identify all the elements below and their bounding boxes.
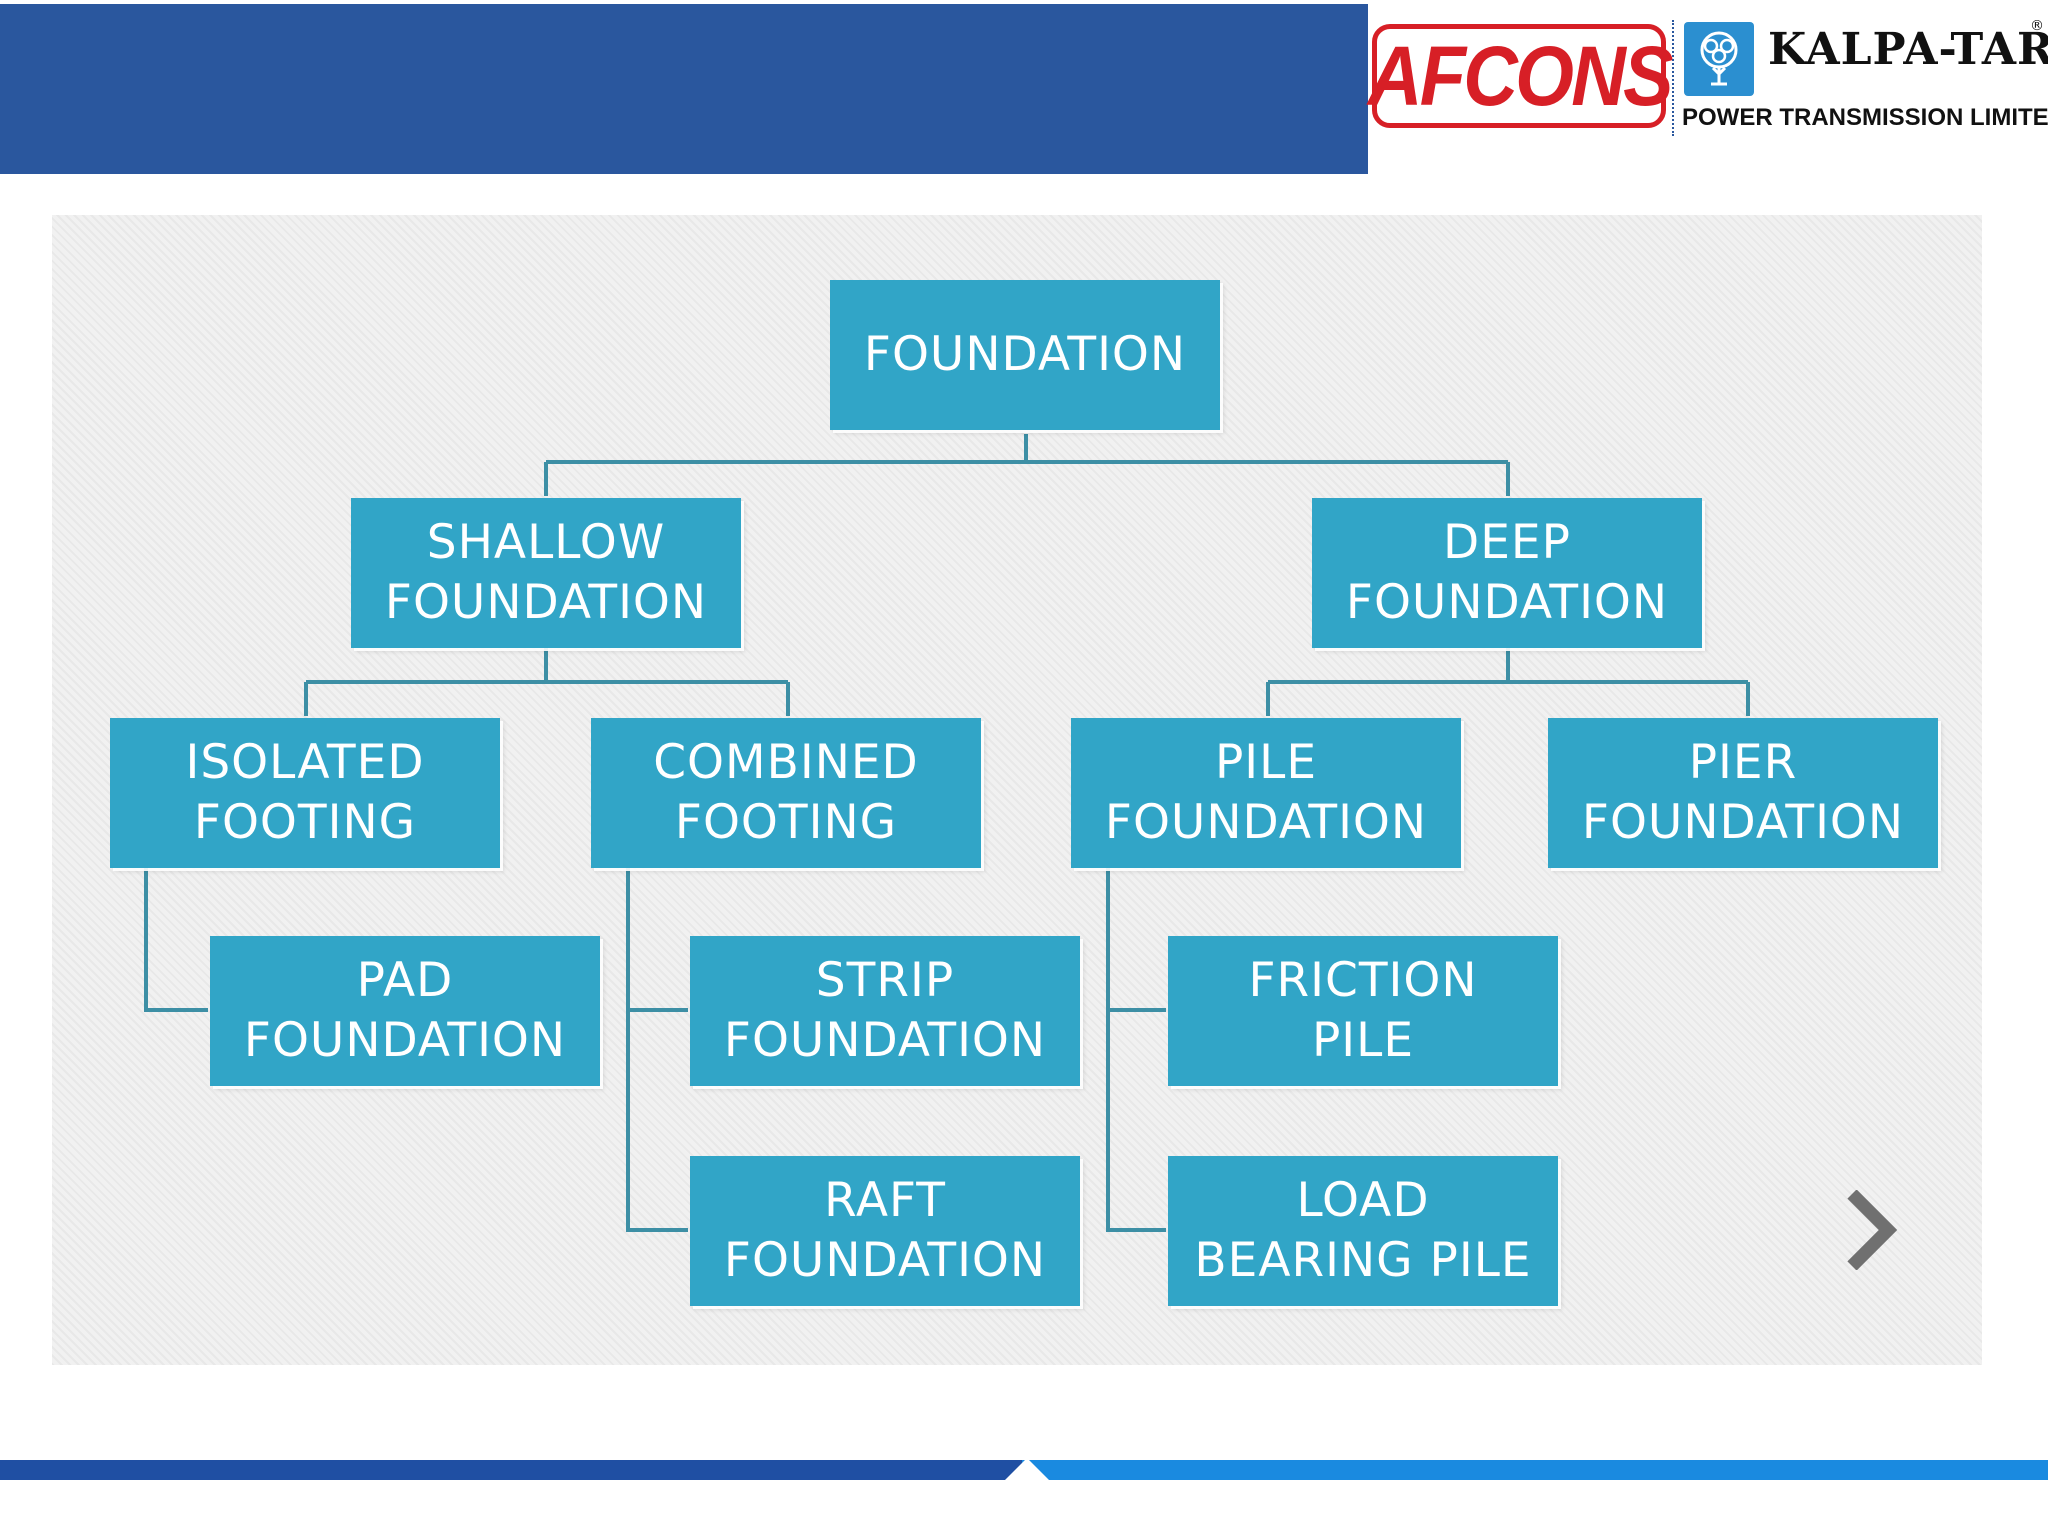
node-raft-foundation-label: RAFT FOUNDATION (723, 1173, 1047, 1288)
node-shallow-foundation-label: SHALLOW FOUNDATION (384, 515, 708, 630)
footer-notch (1005, 1458, 1049, 1480)
node-deep-foundation: DEEP FOUNDATION (1312, 498, 1702, 648)
logo-area: AFCONS KALPA-TARU ® POWER TRANSMISSION L… (1368, 0, 2048, 175)
node-deep-foundation-label: DEEP FOUNDATION (1345, 515, 1669, 630)
node-friction-pile: FRICTION PILE (1168, 936, 1558, 1086)
node-strip-foundation: STRIP FOUNDATION (690, 936, 1080, 1086)
chevron-right-icon[interactable] (1840, 1190, 1900, 1270)
node-isolated-footing-label: ISOLATED FOOTING (185, 735, 425, 850)
afcons-logo-text: AFCONS (1367, 28, 1674, 123)
node-combined-footing-label: COMBINED FOOTING (653, 735, 919, 850)
node-load-bearing-pile-label: LOAD BEARING PILE (1194, 1173, 1532, 1288)
node-pad-foundation: PAD FOUNDATION (210, 936, 600, 1086)
node-combined-footing: COMBINED FOOTING (591, 718, 981, 868)
node-pile-foundation-label: PILE FOUNDATION (1104, 735, 1428, 850)
node-strip-foundation-label: STRIP FOUNDATION (723, 953, 1047, 1068)
node-foundation-label: FOUNDATION (863, 327, 1187, 382)
footer-bar-right (1022, 1460, 2048, 1480)
node-raft-foundation: RAFT FOUNDATION (690, 1156, 1080, 1306)
node-friction-pile-label: FRICTION PILE (1248, 953, 1478, 1068)
kalpataru-logo-text: KALPA-TARU (1768, 24, 2048, 75)
node-pad-foundation-label: PAD FOUNDATION (243, 953, 567, 1068)
afcons-logo: AFCONS (1368, 24, 1673, 128)
node-load-bearing-pile: LOAD BEARING PILE (1168, 1156, 1558, 1306)
header-bar (0, 4, 1368, 174)
node-pile-foundation: PILE FOUNDATION (1071, 718, 1461, 868)
node-isolated-footing: ISOLATED FOOTING (110, 718, 500, 868)
node-foundation: FOUNDATION (830, 280, 1220, 430)
node-shallow-foundation: SHALLOW FOUNDATION (351, 498, 741, 648)
registered-mark: ® (2030, 18, 2044, 34)
kalpataru-tagline: POWER TRANSMISSION LIMITED (1682, 104, 2048, 131)
footer-bar-left (0, 1460, 1022, 1480)
node-pier-foundation-label: PIER FOUNDATION (1581, 735, 1905, 850)
node-pier-foundation: PIER FOUNDATION (1548, 718, 1938, 868)
logo-divider (1672, 20, 1674, 136)
tree-icon (1684, 22, 1754, 96)
